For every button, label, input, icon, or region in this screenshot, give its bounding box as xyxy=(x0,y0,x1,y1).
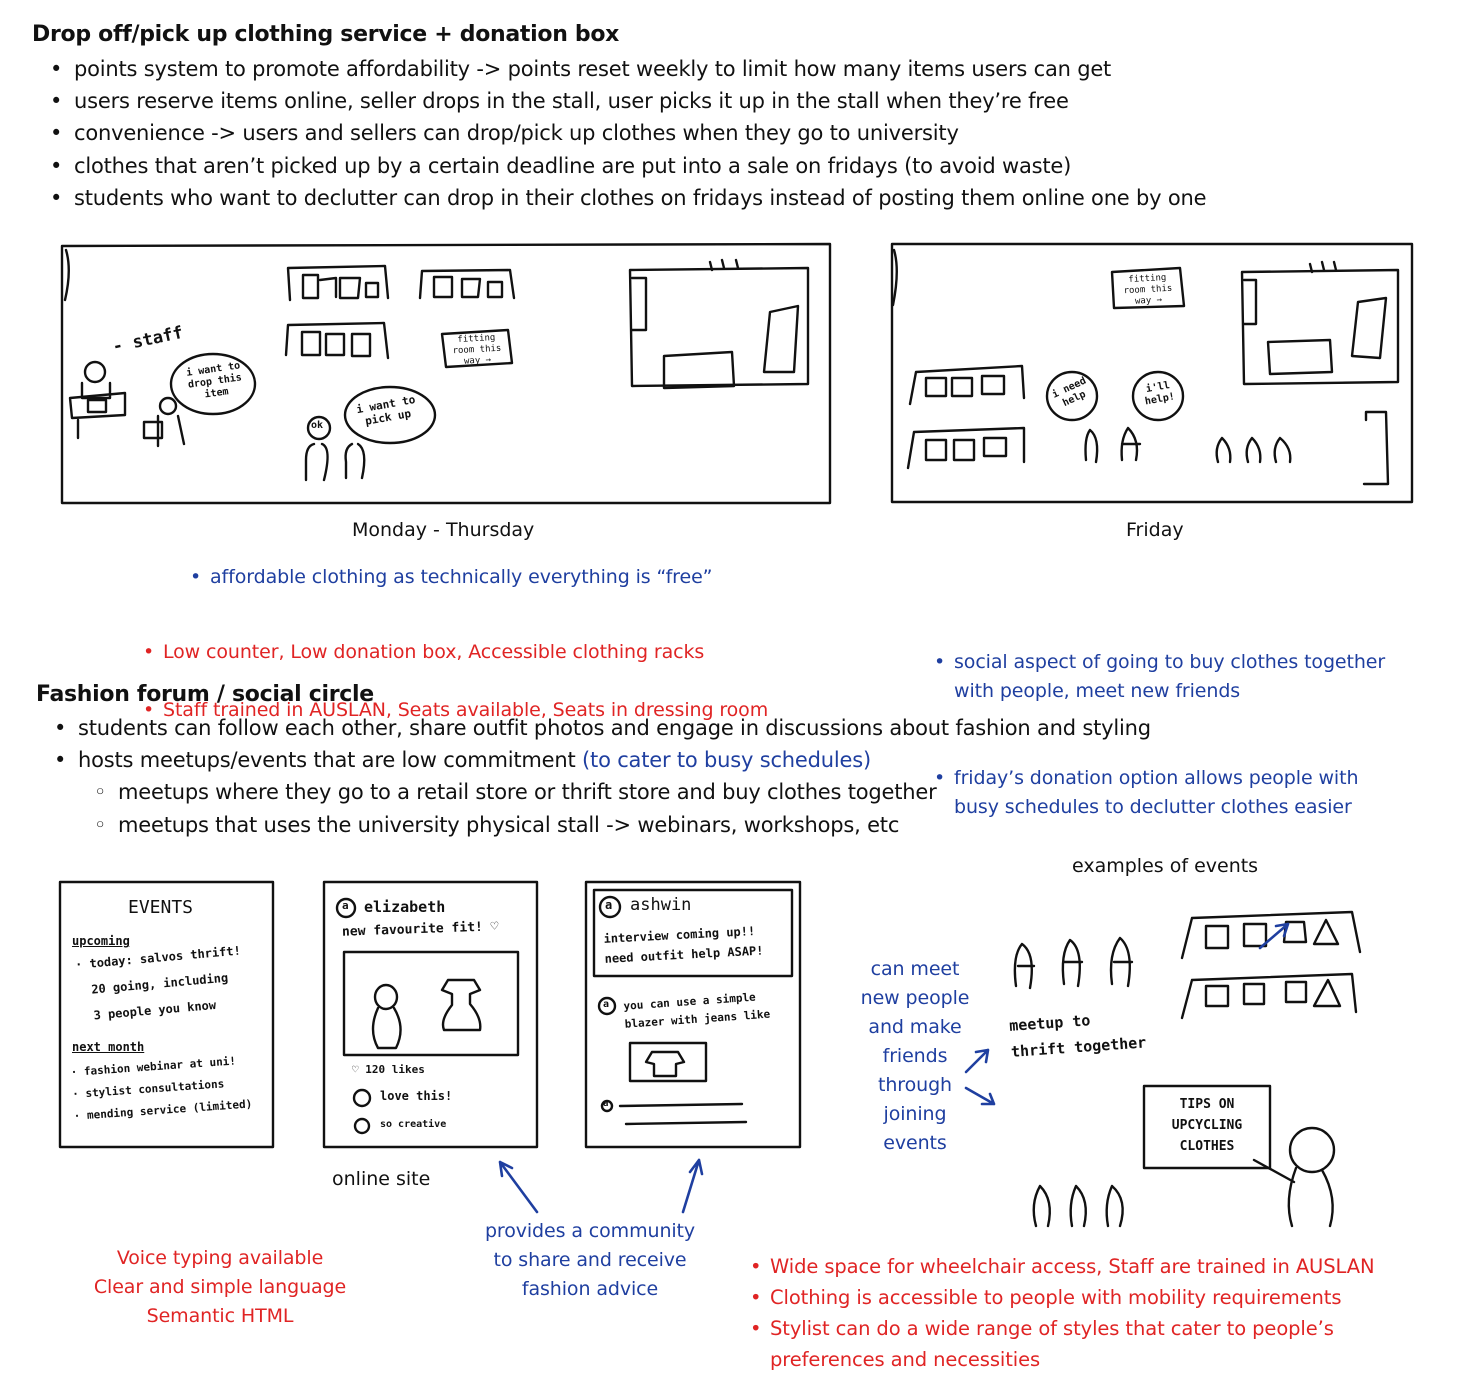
friday-caption: Friday xyxy=(1126,519,1184,541)
post-username: elizabeth xyxy=(364,898,446,916)
online-accessibility-notes: Voice typing available Clear and simple … xyxy=(70,1244,370,1331)
meetup-label: meetup to thrift together xyxy=(1008,1011,1147,1061)
post-card-frame xyxy=(322,880,539,1149)
events-upcoming-label: upcoming xyxy=(72,934,130,948)
note-line: through xyxy=(878,1074,952,1096)
community-note: provides a community to share and receiv… xyxy=(470,1217,710,1304)
community-note-line: fashion advice xyxy=(521,1278,659,1300)
accessibility-note: Clear and simple language xyxy=(93,1276,347,1298)
accessibility-note: Stylist can do a wide range of styles th… xyxy=(750,1313,1400,1375)
weekday-blue-note: affordable clothing as technically every… xyxy=(190,563,1477,592)
section2-title: Fashion forum / social circle xyxy=(36,682,374,707)
accessibility-note: Wide space for wheelchair access, Staff … xyxy=(750,1251,1430,1282)
community-note-line: to share and receive xyxy=(493,1249,687,1271)
thread-username: ashwin xyxy=(630,895,692,915)
section1-bullets: points system to promote affordability -… xyxy=(34,53,1207,214)
thread-avatar: a xyxy=(605,898,613,912)
weekday-room-sketch xyxy=(60,242,832,505)
events-card-frame xyxy=(58,880,275,1149)
counter xyxy=(68,391,127,420)
ok-badge: ok xyxy=(311,420,324,431)
accessibility-note: Clothing is accessible to people with mo… xyxy=(750,1282,1430,1313)
staff-head xyxy=(83,360,107,384)
events-accessibility-notes: Wide space for wheelchair access, Staff … xyxy=(750,1251,1430,1375)
note-line: joining xyxy=(883,1103,947,1125)
weekday-caption: Monday - Thursday xyxy=(352,519,535,541)
friday-fitting-sign: fitting room this way → xyxy=(1123,273,1173,307)
events-next-label: next month xyxy=(72,1040,145,1054)
list-item: meetups where they go to a retail store … xyxy=(38,776,1151,808)
list-item: students who want to declutter can drop … xyxy=(34,182,1207,214)
post-avatar: a xyxy=(342,899,349,912)
note-line: new people xyxy=(860,987,970,1009)
weekday-red-note: Low counter, Low donation box, Accessibl… xyxy=(143,638,1477,667)
list-item: meetups that uses the university physica… xyxy=(38,809,1151,841)
events-next-lines: · fashion webinar at uni!· stylist consu… xyxy=(70,1050,253,1128)
section1-title: Drop off/pick up clothing service + dona… xyxy=(32,22,620,47)
events-upcoming-lines: · today: salvos thrift!20 going, includi… xyxy=(74,938,246,1030)
friday-blue-note: social aspect of going to buy clothes to… xyxy=(934,648,1394,706)
thread-reply-avatar: a xyxy=(603,999,610,1010)
community-arrows xyxy=(498,1158,704,1214)
list-item: convenience -> users and sellers can dro… xyxy=(34,117,1206,149)
list-item: hosts meetups/events that are low commit… xyxy=(38,744,1151,776)
note-line: friends xyxy=(882,1045,948,1067)
list-item: students can follow each other, share ou… xyxy=(38,712,1151,744)
weekday-fitting-sign: fitting room this way → xyxy=(452,333,502,367)
accessibility-note: Voice typing available xyxy=(116,1247,324,1269)
post-comment: so creative xyxy=(380,1119,447,1130)
meetup-sketch xyxy=(1013,910,1362,1020)
online-site-caption: online site xyxy=(332,1168,431,1190)
workshop-board-text: TIPS ON UPCYCLING CLOTHES xyxy=(1171,1097,1243,1154)
events-arrows xyxy=(964,1048,996,1106)
list-item: users reserve items online, seller drops… xyxy=(34,85,1206,117)
post-comment: love this! xyxy=(380,1089,453,1103)
events-card-title: EVENTS xyxy=(128,897,194,918)
post-likes: ♡ 120 likes xyxy=(352,1063,425,1076)
section2-bullets: students can follow each other, share ou… xyxy=(38,712,1151,841)
note-line: and make xyxy=(868,1016,962,1038)
bullet2-prefix: hosts meetups/events that are low commit… xyxy=(78,748,576,773)
thread-card-frame xyxy=(584,880,802,1149)
note-line: events xyxy=(883,1132,947,1154)
thread-input-avatar: a xyxy=(603,1099,609,1109)
friday-room-sketch xyxy=(890,242,1414,504)
community-note-line: provides a community xyxy=(484,1220,696,1242)
workshop-sketch xyxy=(1032,1084,1336,1228)
bullet2-suffix: (to cater to busy schedules) xyxy=(582,748,871,773)
events-examples-caption: examples of events xyxy=(1072,855,1259,877)
list-item: points system to promote affordability -… xyxy=(34,53,1206,85)
accessibility-note: Semantic HTML xyxy=(146,1305,294,1327)
note-line: can meet xyxy=(870,958,960,980)
list-item: clothes that aren’t picked up by a certa… xyxy=(34,150,1206,182)
events-left-note: can meet new people and make friends thr… xyxy=(852,955,978,1158)
